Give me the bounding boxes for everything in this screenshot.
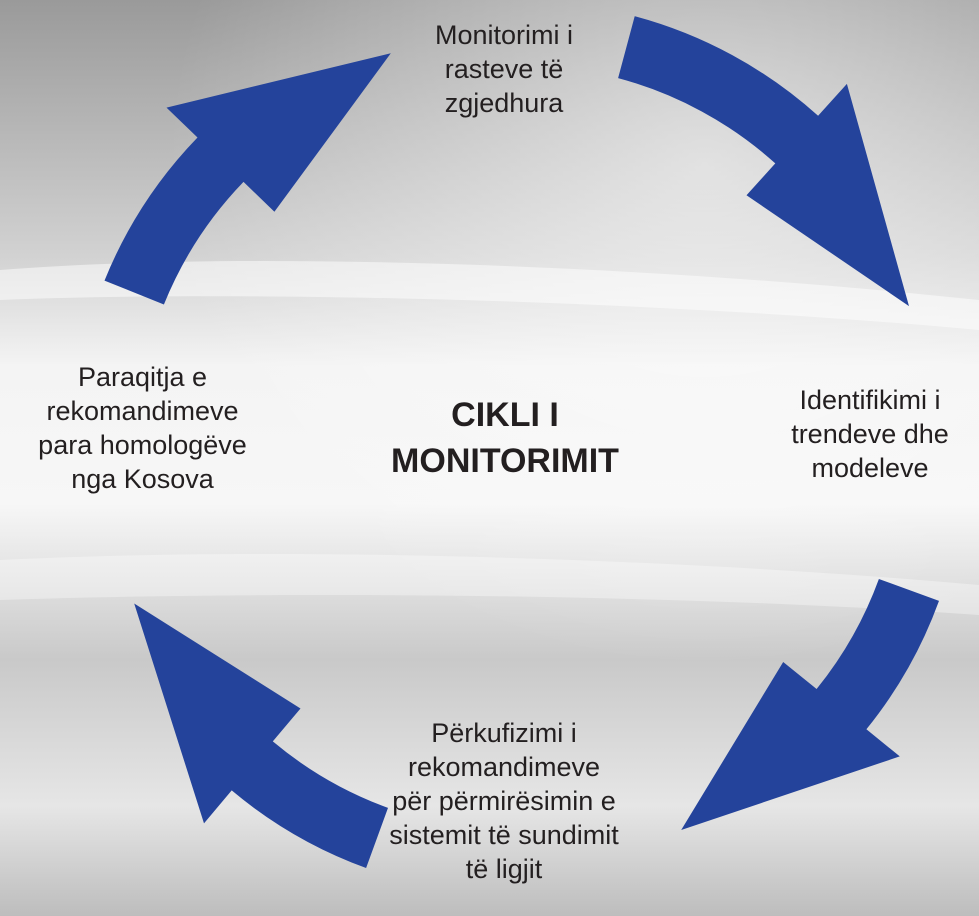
step-1-line-2: rasteve të bbox=[444, 54, 564, 84]
step-label-identification: Identifikimi i trendeve dhe modeleve bbox=[765, 383, 975, 485]
step-2-line-2: trendeve dhe bbox=[791, 419, 949, 449]
step-1-line-1: Monitorimi i bbox=[434, 20, 574, 50]
arrow-top-to-right bbox=[618, 16, 909, 307]
step-label-monitoring: Monitorimi i rasteve të zgjedhura bbox=[389, 18, 619, 120]
step-4-line-2: rekomandimeve bbox=[46, 396, 239, 426]
step-3-line-4: sistemit të sundimit bbox=[389, 820, 619, 850]
step-1-line-3: zgjedhura bbox=[444, 88, 564, 118]
step-4-line-1: Paraqitja e bbox=[77, 362, 208, 392]
step-4-line-3: para homologëve bbox=[38, 430, 247, 460]
step-4-line-4: nga Kosova bbox=[71, 464, 214, 494]
step-3-line-1: Përkufizimi i bbox=[431, 718, 577, 748]
cycle-title: CIKLI I MONITORIMIT bbox=[335, 392, 675, 484]
step-3-line-2: rekomandimeve bbox=[407, 752, 601, 782]
arrow-right-to-bottom bbox=[681, 579, 939, 830]
step-label-presentation: Paraqitja e rekomandimeve para homologëv… bbox=[0, 360, 285, 496]
step-3-line-5: të ligjit bbox=[465, 854, 543, 884]
cycle-title-line-2: MONITORIMIT bbox=[391, 442, 619, 480]
step-label-recommendations-definition: Përkufizimi i rekomandimeve për përmirës… bbox=[339, 716, 669, 886]
arrow-bottom-to-left bbox=[134, 603, 388, 868]
step-2-line-1: Identifikimi i bbox=[799, 385, 941, 415]
step-3-line-3: për përmirësimin e bbox=[392, 786, 616, 816]
step-2-line-3: modeleve bbox=[811, 453, 929, 483]
arrow-left-to-top bbox=[104, 53, 391, 305]
cycle-title-line-1: CIKLI I bbox=[451, 396, 559, 434]
